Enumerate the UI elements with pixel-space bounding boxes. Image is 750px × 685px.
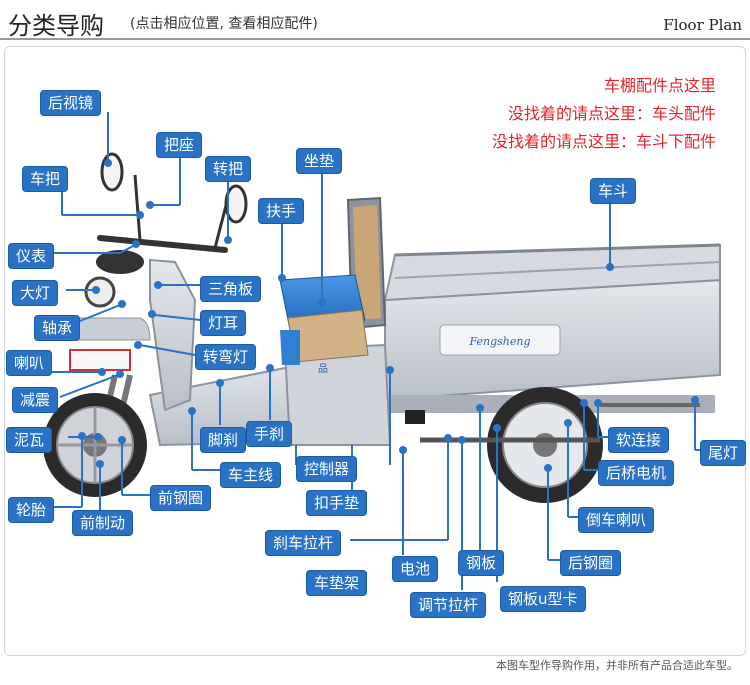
front-parts-link[interactable]: 没找着的请点这里：车头配件 bbox=[507, 104, 716, 123]
label-controller[interactable]: 控制器 bbox=[296, 456, 358, 482]
page-subtitle: (点击相应位置, 查看相应配件) bbox=[130, 16, 318, 32]
label-seat-frame[interactable]: 车垫架 bbox=[306, 570, 368, 596]
label-handlebar[interactable]: 车把 bbox=[22, 166, 69, 192]
front-wheel bbox=[43, 393, 147, 497]
svg-text:品: 品 bbox=[318, 363, 328, 375]
label-shock[interactable]: 减震 bbox=[12, 387, 59, 413]
label-triangle-plate[interactable]: 三角板 bbox=[200, 276, 262, 302]
label-cargo-box[interactable]: 车斗 bbox=[590, 178, 637, 204]
label-foot-brake[interactable]: 脚刹 bbox=[200, 427, 247, 453]
label-turn-signal[interactable]: 转弯灯 bbox=[195, 344, 257, 370]
page-header: 分类导购 (点击相应位置, 查看相应配件) Floor Plan bbox=[0, 0, 750, 40]
label-rear-axle-motor[interactable]: 后桥电机 bbox=[598, 460, 675, 486]
label-leaf-spring[interactable]: 钢板 bbox=[458, 550, 505, 576]
label-main-harness[interactable]: 车主线 bbox=[220, 462, 282, 488]
label-brake-rod[interactable]: 刹车拉杆 bbox=[265, 530, 342, 556]
canopy-parts-link[interactable]: 车棚配件点这里 bbox=[603, 76, 716, 95]
label-clasp-pad[interactable]: 扣手垫 bbox=[306, 490, 368, 516]
label-tire[interactable]: 轮胎 bbox=[8, 497, 55, 523]
label-seat-mount[interactable]: 把座 bbox=[156, 132, 203, 158]
label-cushion[interactable]: 坐垫 bbox=[296, 148, 343, 174]
label-soft-connector[interactable]: 软连接 bbox=[608, 427, 670, 453]
cargo-box[interactable]: Fengsheng bbox=[383, 243, 721, 413]
label-lamp-ear[interactable]: 灯耳 bbox=[200, 310, 247, 336]
label-front-brake[interactable]: 前制动 bbox=[72, 510, 134, 536]
page-title: 分类导购 bbox=[8, 12, 104, 40]
label-reverse-horn[interactable]: 倒车喇叭 bbox=[578, 507, 655, 533]
label-bearing[interactable]: 轴承 bbox=[34, 315, 81, 341]
label-tail-light[interactable]: 尾灯 bbox=[700, 440, 747, 466]
label-mirror[interactable]: 后视镜 bbox=[40, 90, 102, 116]
disclaimer-caption: 本图车型作导购作用，并非所有产品合适此车型。 bbox=[496, 659, 738, 672]
label-adjust-rod[interactable]: 调节拉杆 bbox=[410, 592, 487, 618]
accessory-links: 车棚配件点这里 没找着的请点这里：车头配件 没找着的请点这里：车斗下配件 bbox=[492, 72, 716, 156]
label-meter[interactable]: 仪表 bbox=[8, 243, 55, 269]
label-throttle[interactable]: 转把 bbox=[205, 156, 252, 182]
label-rear-rim[interactable]: 后钢圈 bbox=[560, 550, 622, 576]
label-battery[interactable]: 电池 bbox=[392, 556, 439, 582]
label-armrest[interactable]: 扶手 bbox=[258, 198, 305, 224]
vehicle-brand-logo: Fengsheng bbox=[468, 335, 530, 348]
label-horn[interactable]: 喇叭 bbox=[6, 350, 53, 376]
label-hand-brake[interactable]: 手刹 bbox=[246, 421, 293, 447]
label-leaf-spring-u-clamp[interactable]: 钢板u型卡 bbox=[500, 586, 586, 612]
label-headlight[interactable]: 大灯 bbox=[12, 280, 59, 306]
head-unit bbox=[57, 250, 151, 371]
seat-cushion bbox=[279, 274, 369, 365]
label-front-rim[interactable]: 前钢圈 bbox=[150, 485, 212, 511]
label-fender[interactable]: 泥瓦 bbox=[6, 427, 53, 453]
under-box-parts-link[interactable]: 没找着的请点这里：车斗下配件 bbox=[491, 132, 716, 151]
floor-plan-label: Floor Plan bbox=[663, 16, 742, 34]
